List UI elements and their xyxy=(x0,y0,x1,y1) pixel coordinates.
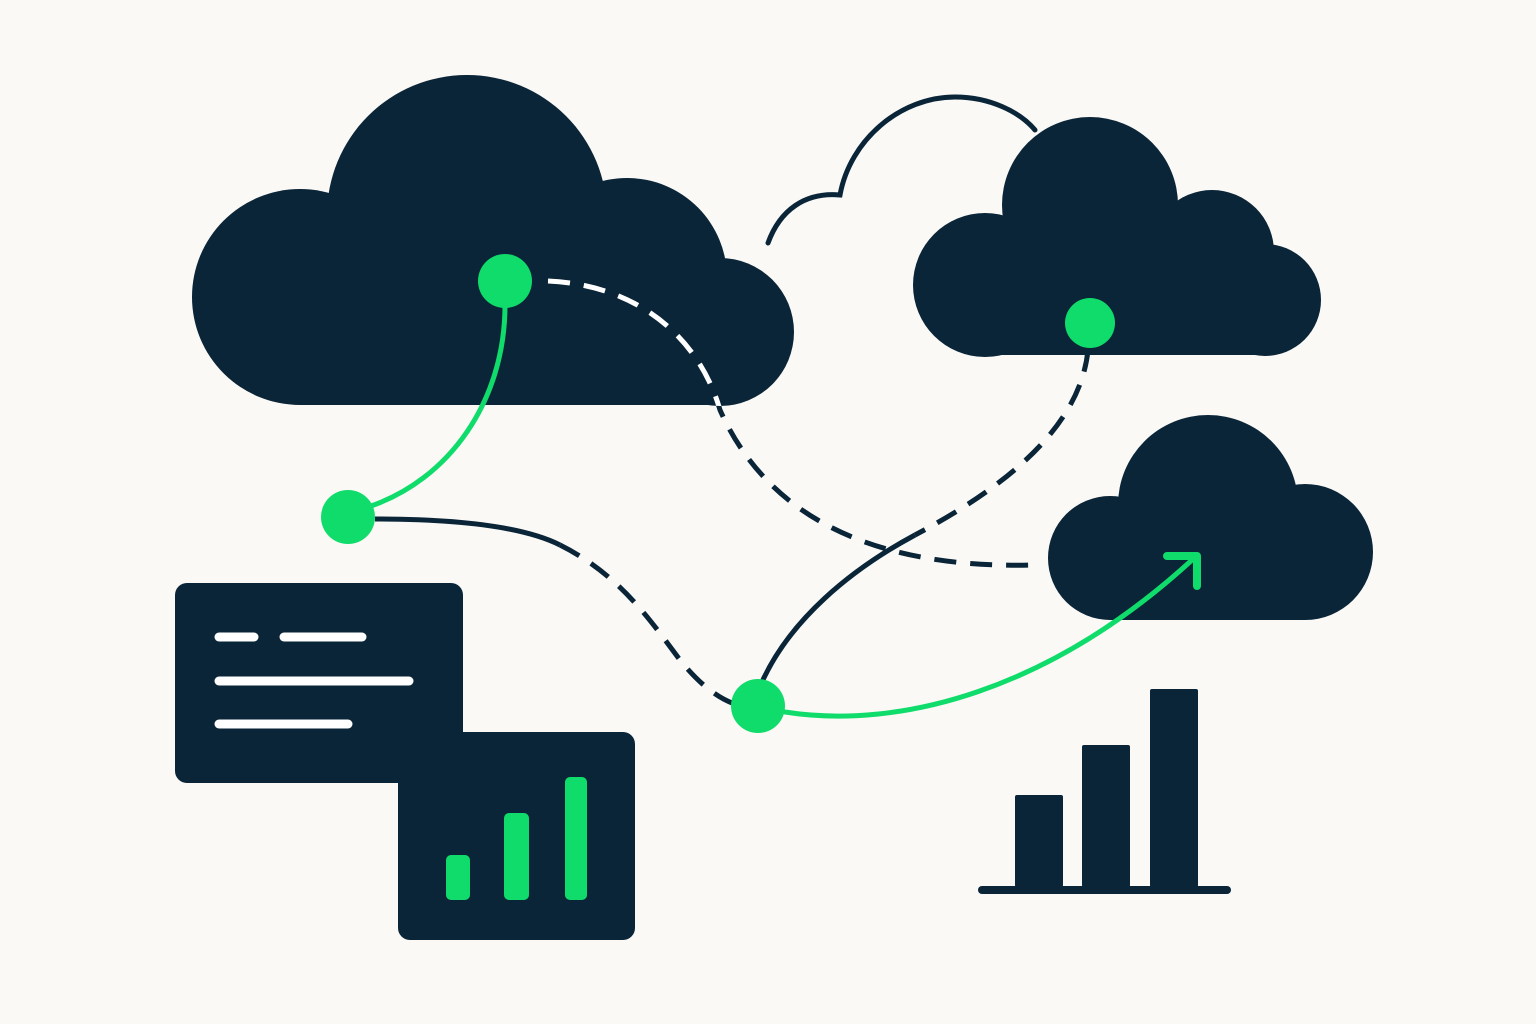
chart-bar xyxy=(1015,795,1063,887)
green-connector-cloud-to-node xyxy=(367,304,508,510)
chart-bar xyxy=(1082,745,1130,887)
dashed-connector-cloud-to-hub xyxy=(913,349,1091,538)
document-panel-icon xyxy=(175,583,463,783)
green-arrow-connector xyxy=(782,557,1195,719)
dashed-connector-node-to-hub xyxy=(558,542,739,708)
cloud-bottom-right xyxy=(1048,415,1373,620)
network-node-icon xyxy=(731,679,785,733)
bar-chart-icon xyxy=(978,689,1231,894)
chart-bar xyxy=(446,855,470,900)
outline-cloud-icon xyxy=(765,94,1038,246)
network-node-icon xyxy=(321,490,375,544)
arrow-icon xyxy=(1163,552,1201,590)
cloud-top-right xyxy=(913,117,1321,357)
solid-connector-to-hub xyxy=(759,532,917,684)
network-node-icon xyxy=(1065,298,1115,348)
cloud-large xyxy=(192,75,794,406)
solid-connector-node xyxy=(374,516,562,548)
chart-bar xyxy=(565,777,587,900)
chart-bar xyxy=(1150,689,1198,887)
chart-panel-icon xyxy=(398,732,635,940)
chart-bar xyxy=(504,813,529,900)
dashed-connector-cloud-segment xyxy=(547,278,794,406)
network-node-icon xyxy=(478,254,532,308)
